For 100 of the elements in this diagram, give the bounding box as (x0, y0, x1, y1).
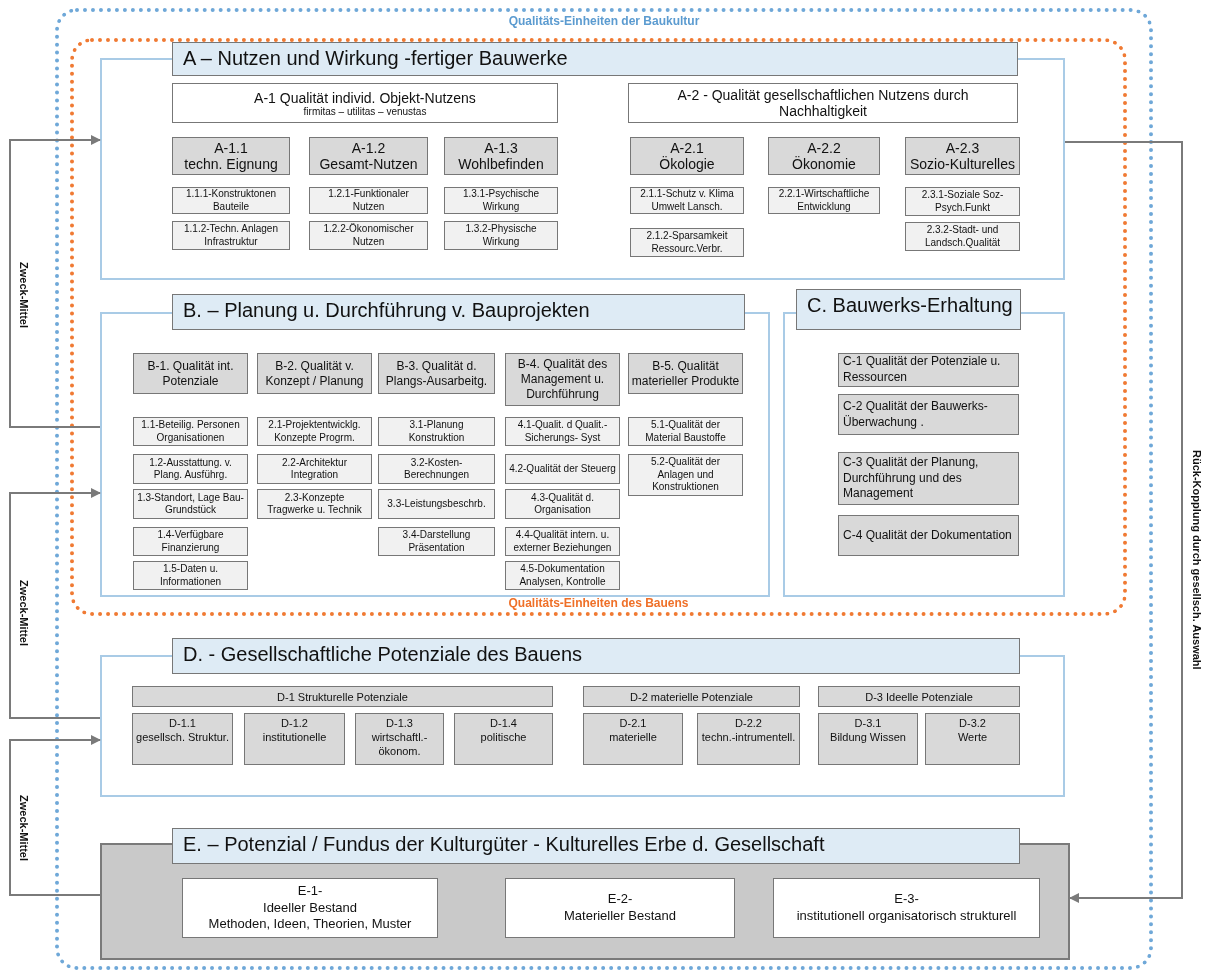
box-title: 1.3.2-Physische Wirkung (464, 223, 538, 248)
box-title: 2.3-Konzepte Tragwerke u. Technik (266, 491, 363, 517)
arrow (9, 488, 101, 719)
item-box (378, 527, 495, 556)
category-box (172, 83, 558, 123)
box-title: D-1.1 (169, 717, 196, 731)
box-title: D-1 Strukturelle Potenziale (277, 690, 408, 703)
section-heading: C. Bauwerks-Erhaltung (796, 289, 1021, 330)
item-box (133, 454, 248, 484)
arrow (1064, 141, 1183, 903)
item-box (378, 454, 495, 484)
box-title: A-2.3 (945, 140, 980, 156)
category-box (378, 353, 495, 394)
section-panel (100, 828, 1070, 960)
item-box (133, 561, 248, 590)
box-subtitle: wirtschaftl.-ökonom. (370, 730, 429, 759)
box-title: D-2.1 (619, 717, 647, 731)
category-box (925, 713, 1020, 765)
category-box (697, 713, 800, 765)
box-title: 3.2-Kosten-Berechnungen (402, 456, 471, 482)
item-box (172, 187, 290, 214)
box-title: 2.3.2-Stadt- und Landsch.Qualität (923, 224, 1002, 249)
item-box (630, 187, 744, 214)
box-title: D-1.4 (490, 717, 517, 731)
box-title: 1.3-Standort, Lage Bau-Grundstück (137, 491, 244, 517)
category-box (244, 713, 345, 765)
box-subtitle: firmitas – utilitas – venustas (303, 105, 427, 117)
box-subtitle: Materieller Bestand (564, 908, 676, 925)
box-title: A-1.3 (484, 140, 518, 156)
category-box (838, 353, 1019, 387)
box-subtitle: techn. Eignung (184, 156, 278, 172)
category-box (444, 137, 558, 175)
box-subtitle: materielle (609, 730, 657, 745)
box-title: 1.1.2-Techn. Anlagen Infrastruktur (183, 223, 279, 248)
box-title: C-4 Qualität der Dokumentation (843, 527, 1012, 544)
box-title: 4.2-Qualität der Steuerg (509, 462, 616, 476)
section-heading: E. – Potenzial / Fundus der Kulturgüter - Kulturelles Erbe d. Gesellschaft (172, 828, 1020, 864)
box-subtitle: Ökonomie (792, 156, 856, 172)
category-box (257, 353, 372, 394)
box-title: A-1 Qualität individ. Objekt-Nutzens (254, 89, 476, 106)
group-bar (818, 686, 1020, 707)
box-title: 4.1-Qualit. d Qualit.-Sicherungs- Syst (516, 419, 609, 444)
item-box (628, 417, 743, 446)
section-panel (100, 294, 770, 597)
box-title: D-1.2 (281, 717, 308, 731)
box-title: D-2 materielle Potenziale (630, 690, 753, 703)
item-box (378, 417, 495, 446)
box-title: B-3. Qualität d. Plangs-Ausarbeitg. (384, 358, 489, 389)
box-title: A-2.2 (807, 140, 841, 156)
box-title: 1.3.1-Psychische Wirkung (461, 188, 541, 213)
category-box (505, 878, 735, 938)
box-title: 1.2.2-Ökonomischer Nutzen (322, 223, 415, 248)
item-box (505, 527, 620, 556)
category-box (838, 452, 1019, 505)
box-subtitle: institutionelle (262, 730, 327, 745)
item-box (905, 222, 1020, 251)
category-box (309, 137, 428, 175)
category-box (818, 713, 918, 765)
category-box (133, 353, 248, 394)
item-box (628, 454, 743, 496)
section-panel (100, 638, 1065, 797)
item-box (257, 417, 372, 446)
box-title: 2.2-Architektur Integration (281, 456, 348, 482)
item-box (257, 454, 372, 484)
box-title: 1.5-Daten u. Informationen (158, 563, 223, 588)
item-box (505, 454, 620, 484)
arrow (9, 135, 101, 428)
box-title: D-3 Ideelle Potenziale (865, 690, 973, 703)
item-box (505, 561, 620, 590)
box-subtitle: techn.-intrumentell. (701, 730, 796, 745)
box-subtitle: Werte (957, 730, 988, 745)
category-box (583, 713, 683, 765)
category-box (905, 137, 1020, 175)
box-title: 3.4-Darstellung Präsentation (401, 529, 472, 554)
group-bar (132, 686, 553, 707)
box-title: E-2- (607, 891, 633, 908)
box-title: A-2.1 (670, 140, 704, 156)
box-title: A-1.1 (214, 140, 248, 156)
item-box (309, 187, 428, 214)
category-box (172, 137, 290, 175)
category-box (505, 353, 620, 406)
section-heading: B. – Planung u. Durchführung v. Bauprojekten (172, 294, 745, 330)
box-subtitle: Ideeller Bestand (263, 899, 357, 917)
category-box (768, 137, 880, 175)
box-title: 1.1.1-Konstruktonen Bauteile (184, 188, 278, 213)
item-box (630, 228, 744, 257)
item-box (505, 489, 620, 519)
box-title: 4.3-Qualität d. Organisation (530, 491, 595, 517)
item-box (444, 187, 558, 214)
box-title: 5.1-Qualität der Material Baustoffe (644, 419, 727, 444)
box-subtitle: Sozio-Kulturelles (909, 156, 1016, 172)
box-subtitle: Bildung Wissen (830, 730, 906, 745)
group-label: Qualitäts-Einheiten des Bauens (507, 596, 690, 610)
category-box (630, 137, 744, 175)
edge-label: Zweck-Mittel (18, 580, 30, 646)
box-title: 1.2.1-Funktionaler Nutzen (327, 188, 410, 213)
box-title: 4.5-Dokumentation Analysen, Kontrolle (518, 563, 607, 588)
category-box (838, 394, 1019, 435)
item-box (133, 527, 248, 556)
box-title: A-2 - Qualität gesellschaftlichen Nutzens durch Nachhaltigkeit (676, 87, 970, 119)
